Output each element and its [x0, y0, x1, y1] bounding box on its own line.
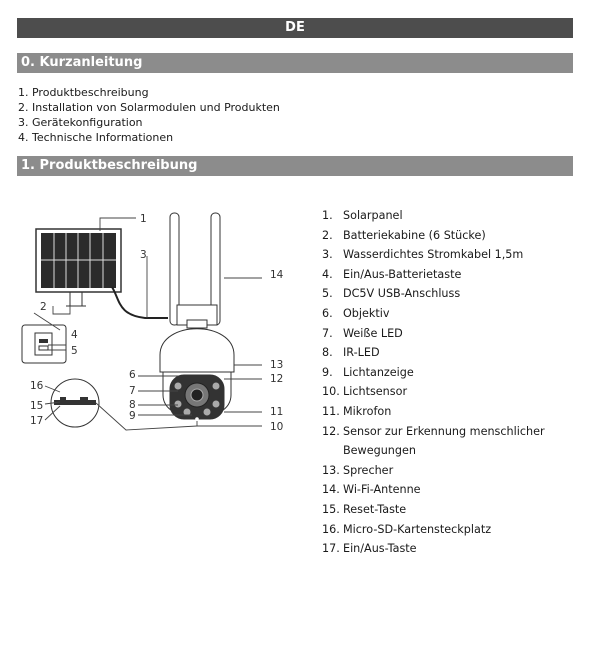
list-item: 9.Lichtanzeige [322, 365, 414, 379]
section-title-product-description: 1. Produktbeschreibung [17, 156, 573, 176]
list-item: 2.Batteriekabine (6 Stücke) [322, 228, 486, 242]
callout-6: 6 [129, 369, 136, 381]
list-item: 7.Weiße LED [322, 326, 403, 340]
callout-14: 14 [270, 269, 284, 281]
toc-item: 4. Technische Informationen [18, 131, 174, 144]
callout-13: 13 [270, 359, 283, 371]
camera-illustration [159, 304, 235, 421]
list-item: 12.Sensor zur Erkennung menschlicher Bew… [322, 424, 545, 458]
list-item: 13.Sprecher [322, 463, 394, 477]
toc-item: 1. Produktbeschreibung [18, 86, 149, 99]
callout-15: 15 [30, 400, 43, 412]
toc-item: 2. Installation von Solarmodulen und Pro… [18, 101, 280, 114]
list-item: 16.Micro-SD-Kartensteckplatz [322, 522, 492, 536]
callout-12: 12 [270, 373, 283, 385]
callout-10: 10 [270, 421, 283, 433]
list-item: 1.Solarpanel [322, 209, 403, 222]
list-item: 4.Ein/Aus-Batterietaste [322, 267, 462, 281]
wifi-antenna-illustration [169, 212, 221, 326]
callout-5: 5 [71, 345, 78, 357]
toc-item: 3. Gerätekonfiguration [18, 116, 143, 129]
callout-11: 11 [270, 406, 283, 418]
list-item: 15.Reset-Taste [322, 502, 407, 516]
parts-list: 1.Solarpanel 2.Batteriekabine (6 Stücke)… [322, 206, 572, 559]
callout-4: 4 [71, 329, 78, 341]
list-item: 5.DC5V USB-Anschluss [322, 287, 461, 301]
list-item: 17.Ein/Aus-Taste [322, 542, 417, 556]
quick-guide-list: 1. Produktbeschreibung 2. Installation v… [18, 85, 280, 145]
callout-17: 17 [30, 415, 43, 427]
callout-2: 2 [40, 301, 47, 313]
list-item: 6.Objektiv [322, 306, 390, 320]
callout-7: 7 [129, 385, 136, 397]
list-item: 8.IR-LED [322, 346, 380, 360]
callout-9: 9 [129, 410, 136, 422]
language-header: DE [17, 18, 573, 38]
side-buttons-detail [50, 378, 100, 428]
callout-16: 16 [30, 380, 44, 392]
list-item: 3.Wasserdichtes Stromkabel 1,5m [322, 248, 524, 262]
list-item: 14.Wi-Fi-Antenne [322, 483, 421, 497]
battery-box-illustration [21, 324, 67, 364]
section-title-quick-guide: 0. Kurzanleitung [17, 53, 573, 73]
solar-panel-illustration [35, 228, 122, 307]
list-item: 10.Lichtsensor [322, 385, 408, 399]
list-item: 11.Mikrofon [322, 404, 392, 418]
callout-3: 3 [140, 249, 147, 261]
callout-1: 1 [140, 213, 147, 225]
callout-8: 8 [129, 399, 136, 411]
